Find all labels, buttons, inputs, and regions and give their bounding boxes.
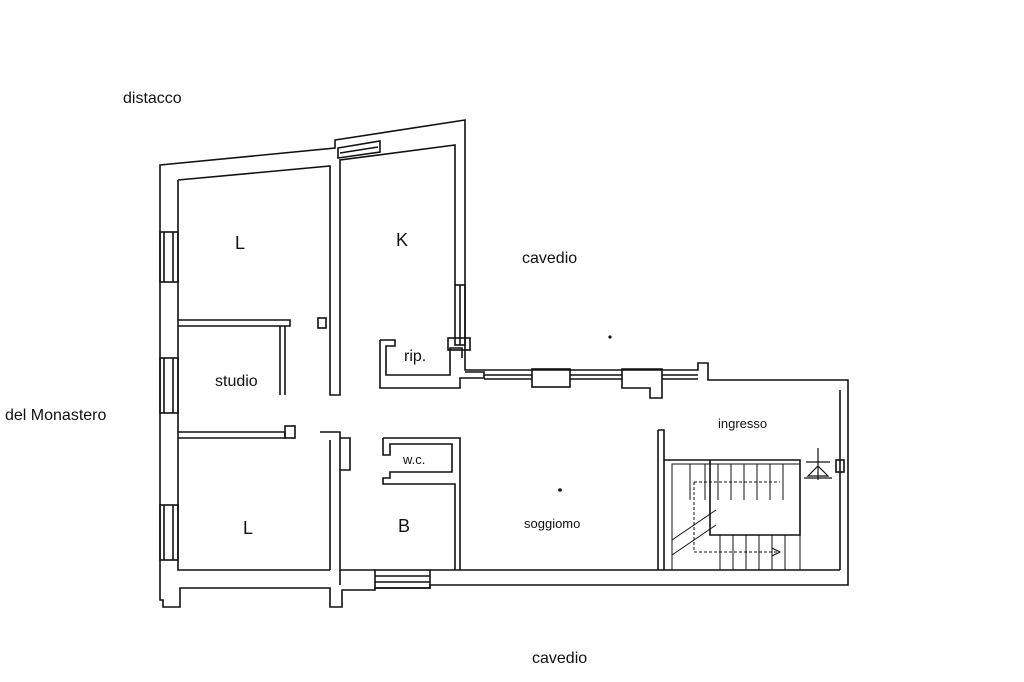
fire-extinguisher-icon — [804, 448, 832, 480]
window-left-1 — [159, 231, 179, 283]
window-bath — [374, 569, 431, 589]
window-left-2 — [159, 357, 179, 414]
room-label-k: K — [396, 230, 409, 250]
label-cavedio-top: cavedio — [522, 250, 578, 267]
window-corridor-2 — [621, 368, 663, 399]
room-label-studio: studio — [215, 373, 258, 390]
room-label-l-bottom: L — [243, 518, 254, 538]
label-cavedio-bottom: cavedio — [532, 650, 588, 667]
wall-ingresso — [658, 429, 801, 536]
closet-rip — [380, 339, 463, 376]
wall-bath-left — [320, 431, 341, 585]
label-distacco: distacco — [123, 90, 182, 107]
outer-wall — [159, 119, 849, 608]
room-label-soggiorno: soggiomo — [524, 516, 581, 531]
staircase — [671, 463, 801, 571]
inner-wall-left-side — [177, 180, 330, 571]
label-street: del Monastero — [5, 407, 107, 424]
window-left-3 — [159, 504, 179, 561]
room-label-rip: rip. — [404, 348, 427, 365]
wall-studio-l — [178, 431, 286, 439]
room-label-l-top: L — [235, 233, 246, 253]
room-label-wc: w.c. — [403, 452, 426, 467]
inner-wall-left — [177, 144, 456, 396]
room-label-b: B — [398, 516, 411, 536]
room-label-ingresso: ingresso — [718, 416, 768, 431]
wall-l-studio — [178, 319, 291, 327]
wall-wc — [383, 437, 461, 570]
window-top — [337, 140, 381, 159]
window-corridor-1 — [531, 368, 571, 388]
